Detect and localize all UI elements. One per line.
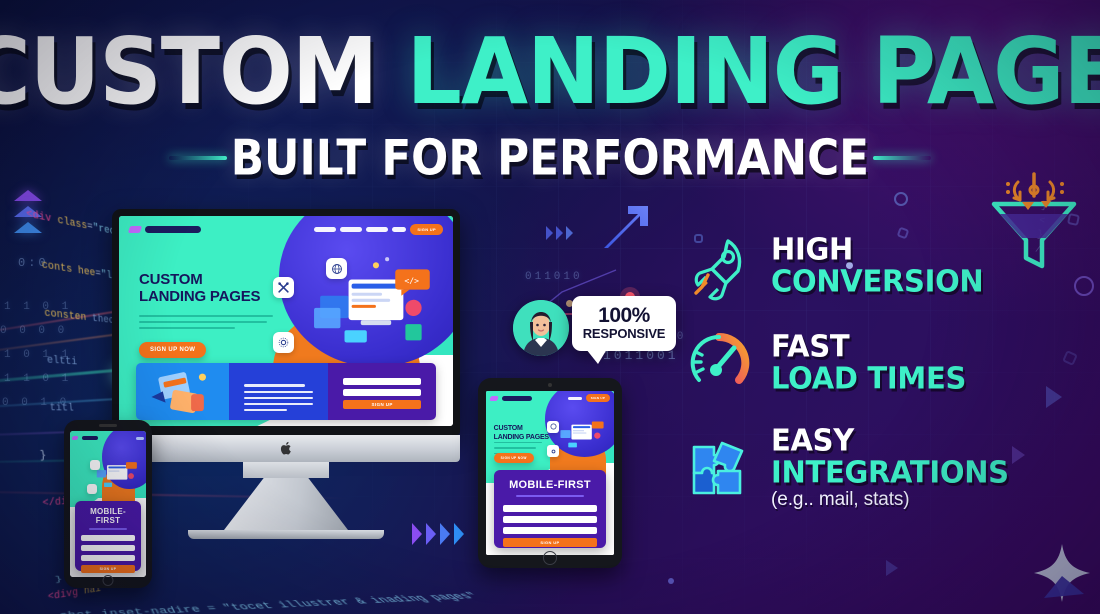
banner-canvas: 1 1 0 1 0 0 0 0 1 0 1 1 1 1 0 1 0 0 1 0 … <box>0 0 1100 614</box>
background-vignette <box>0 0 1100 614</box>
